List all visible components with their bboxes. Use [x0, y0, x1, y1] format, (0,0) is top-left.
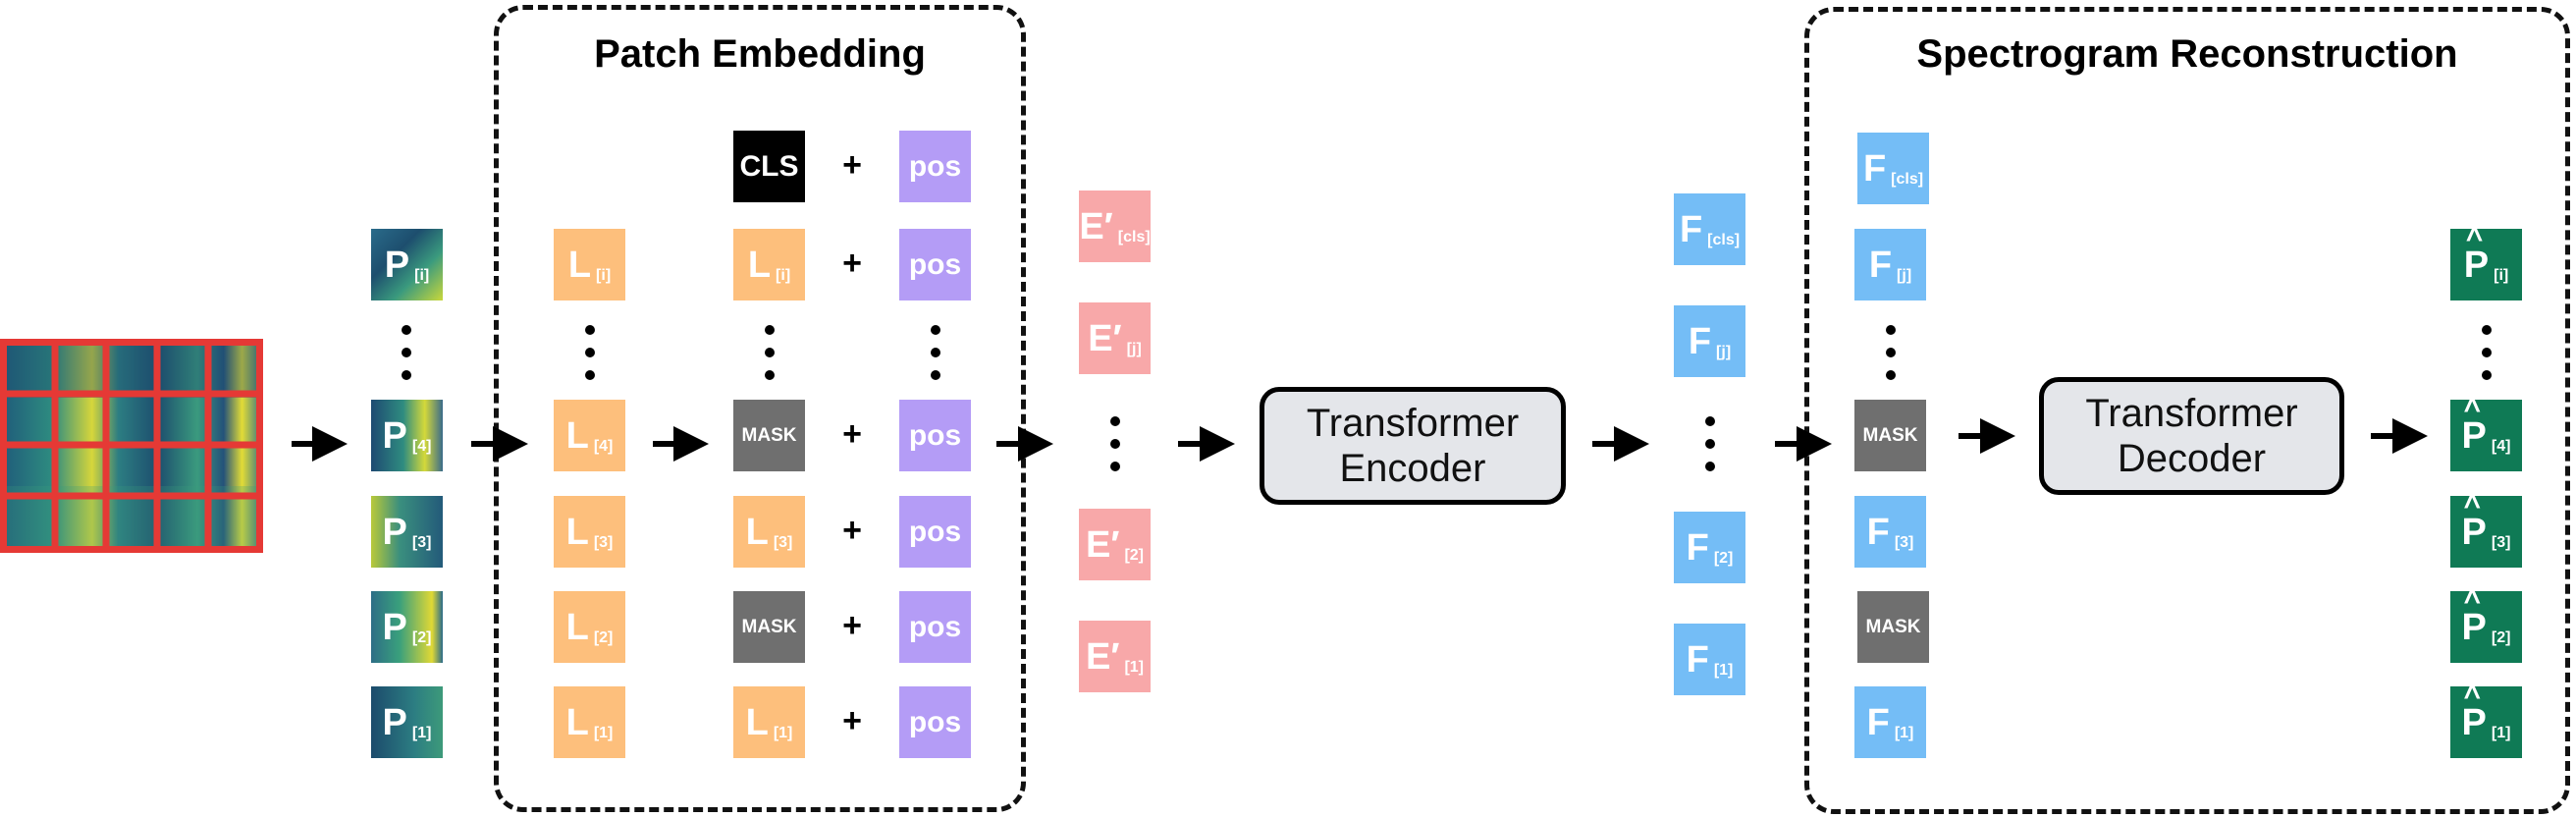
decoder-mask-token-2: MASK [1857, 591, 1929, 663]
decoder-input-token-3: F[3] [1854, 496, 1926, 568]
feature-token-2: F[2] [1674, 512, 1745, 583]
embedding-token-2: E′[2] [1079, 509, 1151, 580]
cls-token: CLS [733, 131, 805, 202]
vertical-ellipsis-icon [2481, 325, 2493, 380]
patch-token-3: P[3] [371, 496, 443, 568]
transformer-encoder-block: Transformer Encoder [1260, 387, 1566, 505]
feature-token-cls: F[cls] [1674, 193, 1745, 265]
spectrogram-reconstruction-group [1804, 7, 2570, 814]
vertical-ellipsis-icon [401, 325, 412, 380]
mask-token-2: MASK [733, 591, 805, 663]
decoder-line-2: Decoder [2117, 437, 2267, 480]
embedding-token-1: E′[1] [1079, 621, 1151, 692]
plus-sign: + [842, 512, 862, 549]
encoder-line-1: Transformer [1306, 402, 1520, 445]
patch-token-4: P[4] [371, 400, 443, 471]
plus-sign: + [842, 415, 862, 453]
reconstructed-token-2: P[2] [2450, 587, 2522, 663]
plus-sign: + [842, 146, 862, 184]
reconstructed-token-3: P[3] [2450, 492, 2522, 568]
spectrogram-reconstruction-title: Spectrogram Reconstruction [1916, 32, 2458, 76]
linear-token-i: L[i] [554, 229, 625, 300]
decoder-input-token-j: F[j] [1854, 229, 1926, 300]
decoder-input-token-cls: F[cls] [1857, 133, 1929, 204]
linear-token-4: L[4] [554, 400, 625, 471]
patch-token-2: P[2] [371, 591, 443, 663]
reconstructed-token-1: P[1] [2450, 682, 2522, 758]
feature-token-j: F[j] [1674, 305, 1745, 377]
position-token-1: pos [899, 686, 971, 758]
patch-embedding-title: Patch Embedding [594, 32, 926, 76]
embedding-token-cls: E′[cls] [1079, 191, 1151, 262]
plus-sign: + [842, 607, 862, 644]
position-token-2: pos [899, 591, 971, 663]
linear-token-3: L[3] [554, 496, 625, 568]
position-token-i: pos [899, 229, 971, 300]
vertical-ellipsis-icon [584, 325, 596, 380]
embedding-token-j: E′[j] [1079, 302, 1151, 374]
plus-sign: + [842, 245, 862, 282]
patch-embedding-group [494, 5, 1026, 812]
feature-token-1: F[1] [1674, 624, 1745, 695]
linear-token-1: L[1] [554, 686, 625, 758]
reconstructed-token-i: P[i] [2450, 225, 2522, 300]
vertical-ellipsis-icon [764, 325, 776, 380]
masked-linear-token-3: L[3] [733, 496, 805, 568]
spectrogram-grid-image [0, 339, 263, 553]
encoder-line-2: Encoder [1339, 447, 1486, 490]
vertical-ellipsis-icon [1109, 416, 1121, 471]
masked-linear-token-i: L[i] [733, 229, 805, 300]
patch-token-1: P[1] [371, 686, 443, 758]
transformer-decoder-block: Transformer Decoder [2039, 377, 2344, 495]
vertical-ellipsis-icon [930, 325, 941, 380]
mask-token-4: MASK [733, 400, 805, 471]
position-token-cls: pos [899, 131, 971, 202]
patch-token-i: P[i] [371, 229, 443, 300]
vertical-ellipsis-icon [1885, 325, 1897, 380]
vertical-ellipsis-icon [1704, 416, 1716, 471]
position-token-3: pos [899, 496, 971, 568]
reconstructed-token-4: P[4] [2450, 396, 2522, 471]
decoder-input-token-1: F[1] [1854, 686, 1926, 758]
linear-token-2: L[2] [554, 591, 625, 663]
plus-sign: + [842, 702, 862, 739]
decoder-line-1: Transformer [2085, 392, 2298, 435]
decoder-mask-token-4: MASK [1854, 400, 1926, 471]
masked-linear-token-1: L[1] [733, 686, 805, 758]
position-token-4: pos [899, 400, 971, 471]
